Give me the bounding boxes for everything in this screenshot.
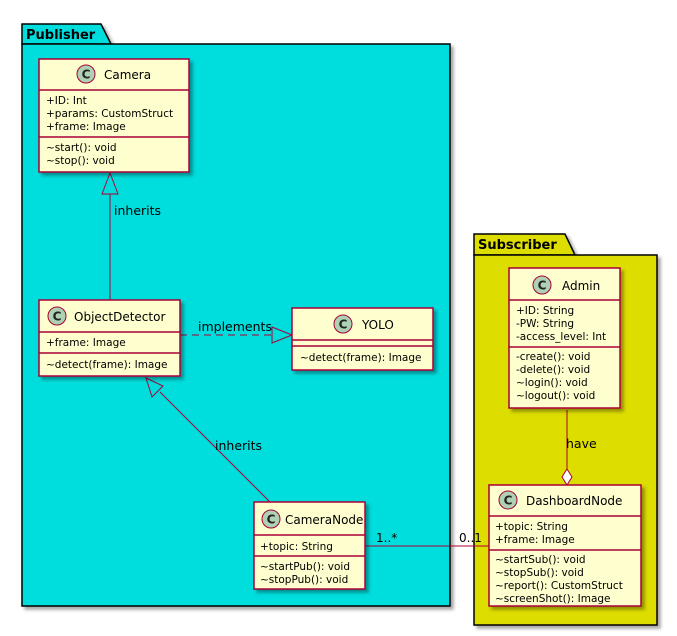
class-admin: C Admin +ID: String -PW: String -access_…	[508, 267, 621, 409]
relation-have-aggregation: have	[561, 410, 597, 486]
relation-association-nodes: 1..* 0..1	[365, 531, 489, 547]
class-name-cameranode: CameraNode	[285, 513, 363, 527]
method-cameranode-startpub: ~startPub(): void	[260, 561, 350, 573]
method-objectdetector-detect: ~detect(frame): Image	[46, 359, 167, 371]
class-icon	[261, 509, 281, 529]
method-yolo-detect: ~detect(frame): Image	[300, 352, 421, 364]
field-cameranode-topic: +topic: String	[260, 541, 333, 553]
class-icon-letter: C	[538, 279, 547, 293]
field-admin-access-level: -access_level: Int	[516, 331, 606, 343]
method-admin-create: -create(): void	[516, 351, 590, 363]
method-dashboardnode-screenshot: ~screenShot(): Image	[495, 593, 611, 605]
method-dashboardnode-stopsub: ~stopSub(): void	[495, 567, 584, 579]
class-camera: C Camera +ID: Int +params: CustomStruct …	[38, 58, 190, 173]
package-publisher-name: Publisher	[26, 28, 96, 43]
relation-label-inherits-detector: inherits	[215, 438, 262, 453]
method-camera-stop: ~stop(): void	[46, 155, 115, 167]
field-admin-id: +ID: String	[516, 305, 574, 317]
method-admin-logout: ~logout(): void	[516, 390, 595, 402]
class-icon-letter: C	[267, 513, 276, 527]
class-icon	[47, 306, 67, 326]
class-icon	[498, 490, 518, 510]
class-icon-letter: C	[504, 494, 513, 508]
class-icon	[333, 314, 353, 334]
relation-label-inherits-camera: inherits	[114, 203, 161, 218]
method-admin-delete: -delete(): void	[516, 364, 590, 376]
class-name-yolo: YOLO	[361, 318, 394, 332]
method-dashboardnode-startsub: ~startSub(): void	[495, 554, 586, 566]
method-dashboardnode-report: ~report(): CustomStruct	[495, 580, 623, 592]
class-dashboardnode: C DashboardNode +topic: String +frame: I…	[488, 484, 642, 607]
relation-implements-yolo: implements	[180, 319, 294, 344]
class-name-dashboardnode: DashboardNode	[526, 494, 622, 508]
class-icon-letter: C	[82, 68, 91, 82]
class-icon-letter: C	[53, 310, 62, 324]
class-name-camera: Camera	[104, 68, 151, 82]
field-camera-id: +ID: Int	[46, 95, 87, 107]
class-yolo: C YOLO ~detect(frame): Image	[291, 307, 434, 371]
relation-label-implements: implements	[198, 319, 272, 334]
field-dashboardnode-topic: +topic: String	[495, 521, 568, 533]
multiplicity-source: 1..*	[376, 531, 397, 545]
method-cameranode-stoppub: ~stopPub(): void	[260, 574, 348, 586]
field-camera-frame: +frame: Image	[46, 121, 126, 133]
class-cameranode: C CameraNode +topic: String ~startPub():…	[253, 501, 366, 590]
method-admin-login: ~login(): void	[516, 377, 588, 389]
relation-label-have: have	[566, 436, 597, 451]
multiplicity-target: 0..1	[459, 531, 482, 545]
field-admin-pw: -PW: String	[516, 318, 574, 330]
class-icon-letter: C	[339, 318, 348, 332]
package-subscriber-name: Subscriber	[478, 238, 557, 253]
relation-inherits-detector: inherits	[145, 377, 271, 503]
field-dashboardnode-frame: +frame: Image	[495, 534, 575, 546]
field-objectdetector-frame: +frame: Image	[46, 337, 126, 349]
class-name-objectdetector: ObjectDetector	[74, 310, 165, 324]
class-objectdetector: C ObjectDetector +frame: Image ~detect(f…	[38, 299, 181, 377]
relation-inherits-camera: inherits	[101, 171, 161, 300]
field-camera-params: +params: CustomStruct	[46, 108, 173, 120]
class-icon	[76, 64, 96, 84]
class-icon	[532, 275, 552, 295]
method-camera-start: ~start(): void	[46, 142, 117, 154]
class-name-admin: Admin	[562, 279, 600, 293]
